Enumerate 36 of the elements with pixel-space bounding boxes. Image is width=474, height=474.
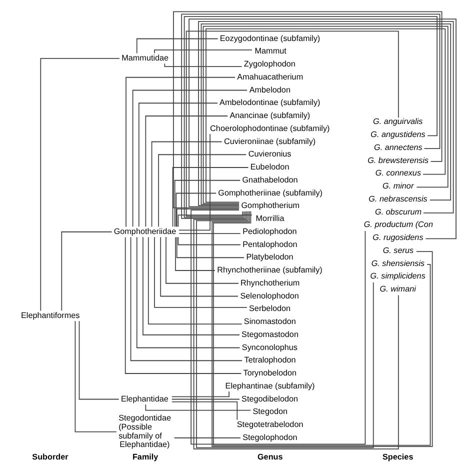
connector	[173, 436, 240, 438]
connector	[177, 214, 252, 227]
connector	[150, 140, 222, 227]
connector	[164, 62, 242, 66]
connector	[60, 230, 112, 311]
connector	[40, 57, 120, 311]
connector	[147, 236, 242, 324]
connector	[78, 320, 119, 400]
connector	[170, 400, 238, 420]
connector	[154, 49, 252, 54]
connector	[136, 38, 218, 54]
connector	[174, 236, 215, 270]
connector	[138, 102, 218, 227]
connector	[185, 30, 398, 216]
connector	[144, 404, 251, 410]
connector	[74, 320, 116, 432]
connector	[160, 236, 238, 296]
connector	[176, 236, 244, 258]
connector	[172, 166, 248, 227]
connector	[178, 232, 240, 234]
connector	[144, 115, 228, 227]
connector	[132, 89, 247, 226]
connector	[174, 179, 240, 227]
connector	[154, 236, 247, 308]
connector	[175, 192, 216, 226]
connector	[142, 236, 240, 335]
connector	[178, 133, 210, 230]
connector	[136, 236, 240, 348]
connector	[165, 236, 238, 284]
connector	[125, 76, 235, 227]
connector	[170, 398, 240, 400]
connector	[170, 390, 229, 397]
connector	[176, 208, 239, 227]
connector	[177, 236, 240, 245]
connector	[158, 154, 246, 226]
connector	[188, 18, 456, 239]
